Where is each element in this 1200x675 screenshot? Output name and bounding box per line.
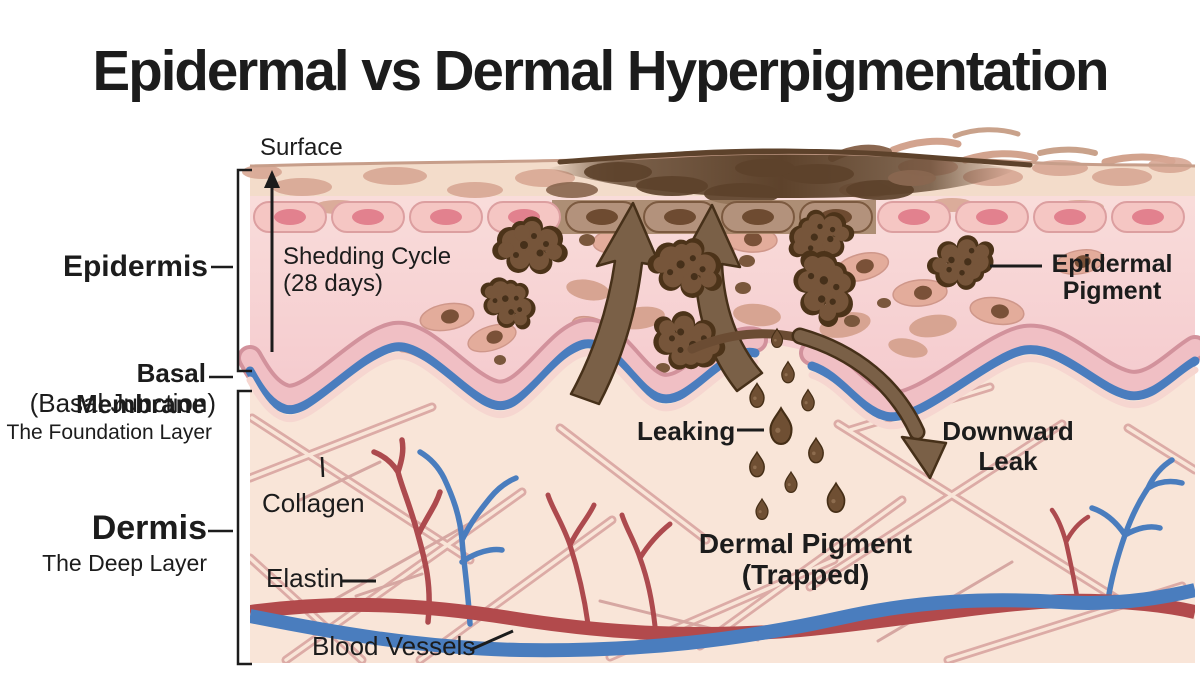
label-downward-leak: Downward Leak [942, 416, 1074, 476]
label-surface: Surface [260, 134, 343, 161]
label-shedding-cycle: Shedding Cycle (28 days) [283, 243, 451, 297]
surface-dark-line [557, 148, 1033, 168]
label-epidermis: Epidermis [62, 250, 208, 283]
basal-cell-row [253, 200, 1185, 234]
label-basal-membrane: Basal Membrane [75, 358, 206, 419]
dermis-bracket [236, 389, 252, 666]
page-title: Epidermal vs Dermal Hyperpigmentation [92, 39, 1110, 103]
label-elastin: Elastin [266, 563, 345, 593]
shedding-cycle-line2: (28 days) [283, 270, 384, 297]
epidermis-bracket [236, 168, 252, 373]
label-deep-layer: The Deep Layer [42, 550, 207, 576]
blood-vessels-horizontal [250, 583, 1195, 658]
label-dermis: Dermis [91, 509, 207, 547]
basal-membrane-wave [237, 317, 1200, 430]
downward-leak-arrow [687, 327, 948, 480]
label-foundation-layer: The Foundation Layer [6, 421, 212, 444]
label-blood-vessels: Blood Vessels [312, 631, 476, 661]
label-basal-junction: (Basal Junction) [29, 388, 216, 418]
shedding-cycle-line1: Shedding Cycle [283, 243, 452, 270]
blood-vessel-trees [371, 437, 1185, 629]
label-leaking: Leaking [637, 416, 736, 446]
label-dermal-pigment: Dermal Pigment (Trapped) [698, 528, 913, 590]
label-epidermal-pigment: Epidermal Pigment [1051, 250, 1173, 305]
collagen-tick [320, 456, 325, 478]
dark-corneum-cells [546, 159, 936, 205]
blood-vessels-pointer [469, 629, 514, 652]
label-collagen: Collagen [262, 488, 365, 518]
shedding-arrow-head [264, 170, 280, 188]
